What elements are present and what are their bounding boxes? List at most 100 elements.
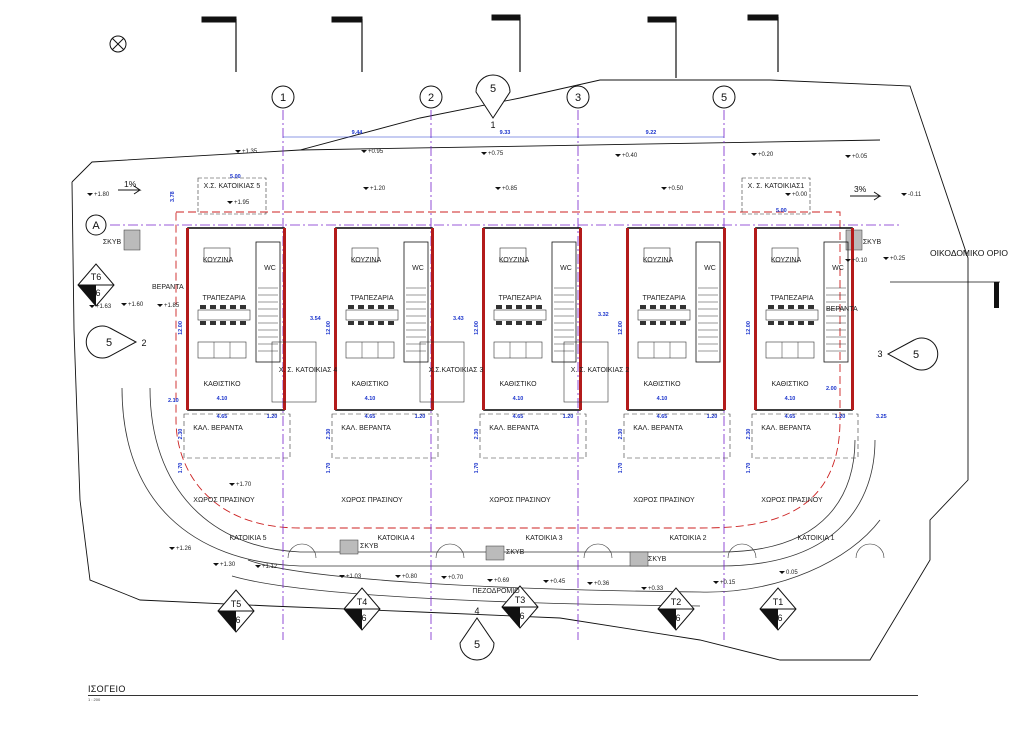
level-value: +0.45 bbox=[550, 579, 566, 585]
green-label: ΧΩΡΟΣ ΠΡΑΣΙΝΟΥ bbox=[633, 497, 695, 504]
level-mark: +0.00 bbox=[785, 192, 808, 198]
level-arrow-icon bbox=[213, 563, 219, 566]
covered-veranda-label: ΚΑΛ. ΒΕΡΑΝΤΑ bbox=[489, 425, 539, 432]
wc-label: WC bbox=[264, 265, 276, 272]
chair bbox=[808, 321, 814, 325]
kitchen-label: ΚΟΥΖΙΝΑ bbox=[351, 257, 382, 264]
kitchen-table bbox=[643, 247, 671, 263]
grid-bubble-5: 5 bbox=[712, 85, 736, 109]
dwelling-units: ΚΟΥΖΙΝΑ ΤΡΑΠΕΖΑΡΙΑ ΚΑΘΙΣΤΙΚΟ WC 4.10 4.65 1.20… bbox=[178, 177, 885, 559]
chair bbox=[768, 305, 774, 309]
width-dim: 4.10 bbox=[365, 396, 376, 402]
chair bbox=[670, 321, 676, 325]
level-mark: +1.03 bbox=[339, 574, 362, 580]
width-dim: 1.20 bbox=[707, 414, 718, 420]
door-swing bbox=[435, 543, 451, 559]
level-mark: +0.45 bbox=[543, 579, 566, 585]
level-arrow-icon bbox=[121, 303, 127, 306]
tag-markers: T6 6 T5 6 T4 6 T3 6 T2 bbox=[77, 263, 797, 633]
sofa bbox=[765, 341, 815, 359]
plan-title: ΙΣΟΓΕΙΟ bbox=[88, 684, 126, 694]
level-arrow-icon bbox=[487, 579, 493, 582]
level-mark: +1.80 bbox=[87, 192, 110, 198]
level-mark: +1.35 bbox=[235, 149, 258, 155]
dining-table bbox=[493, 309, 547, 321]
level-mark: 0.05 bbox=[779, 570, 798, 576]
level-mark: +0.80 bbox=[395, 574, 418, 580]
level-arrow-icon bbox=[641, 587, 647, 590]
parking-label: Χ.Σ.ΚΑΤΟΙΚΙΑΣ 3 bbox=[429, 367, 484, 374]
level-arrow-icon bbox=[361, 150, 367, 153]
dining-table bbox=[765, 309, 819, 321]
level-value: +0.05 bbox=[852, 154, 868, 160]
level-mark: +0.36 bbox=[587, 581, 610, 587]
veranda-dim: 1.70 bbox=[618, 463, 624, 474]
level-value: +0.80 bbox=[402, 574, 418, 580]
level-value: +0.25 bbox=[890, 256, 906, 262]
door-swing bbox=[287, 543, 303, 559]
chair bbox=[358, 305, 364, 309]
kitchen-table bbox=[351, 247, 379, 263]
wall-red bbox=[482, 228, 485, 410]
title-underline bbox=[88, 695, 918, 696]
chair bbox=[210, 305, 216, 309]
dining-table bbox=[345, 309, 399, 321]
store-label: ΣΚΥΒ bbox=[506, 549, 525, 556]
width-dim: 4.65 bbox=[217, 414, 228, 420]
kitchen-table bbox=[203, 247, 231, 263]
level-mark: +0.33 bbox=[641, 586, 664, 592]
store-label: ΣΚΥΒ bbox=[360, 543, 379, 550]
unit-name: ΚΑΤΟΙΚΙΑ 3 bbox=[525, 535, 562, 542]
dining-label: ΤΡΑΠΕΖΑΡΙΑ bbox=[642, 295, 685, 302]
parking-label: Χ. Σ. ΚΑΤΟΙΚΙΑΣ 4 bbox=[279, 367, 338, 374]
level-mark: +0.70 bbox=[441, 575, 464, 581]
level-arrow-icon bbox=[779, 571, 785, 574]
veranda-label-left: ΒΕΡΑΝΤΑ bbox=[152, 284, 184, 291]
living-label: ΚΑΘΙΣΤΙΚΟ bbox=[203, 381, 241, 388]
dim: 3.54 bbox=[310, 316, 322, 322]
level-arrow-icon bbox=[481, 152, 487, 155]
dim: 5.00 bbox=[230, 174, 241, 180]
grid-bubble-a: A bbox=[85, 214, 107, 236]
chair bbox=[798, 321, 804, 325]
section-letter: 5 bbox=[913, 349, 919, 361]
level-mark: +0.20 bbox=[751, 152, 774, 158]
misc-dimensions: 3.78 5.00 5.00 3.54 3.43 3.32 2.10 2.00 … bbox=[168, 174, 887, 420]
level-value: +1.80 bbox=[94, 192, 110, 198]
level-mark: +0.69 bbox=[487, 578, 510, 584]
level-arrow-icon bbox=[227, 201, 233, 204]
kitchen-label: ΚΟΥΖΙΝΑ bbox=[203, 257, 234, 264]
chair bbox=[788, 305, 794, 309]
level-value: +0.15 bbox=[720, 580, 736, 586]
view-marker bbox=[201, 16, 237, 72]
dim: 2.10 bbox=[168, 398, 179, 404]
covered-veranda-label: ΚΑΛ. ΒΕΡΑΝΤΑ bbox=[341, 425, 391, 432]
plot-boundary bbox=[71, 79, 969, 661]
grid-bubble-3: 3 bbox=[566, 85, 590, 109]
level-mark: +1.30 bbox=[213, 562, 236, 568]
chair bbox=[220, 321, 226, 325]
level-value: +1.70 bbox=[236, 482, 252, 488]
depth-dim: 12.00 bbox=[326, 321, 332, 335]
unit-name: ΚΑΤΟΙΚΙΑ 4 bbox=[377, 535, 414, 542]
grid-bubble-1: 1 bbox=[271, 85, 295, 109]
unit-name: ΚΑΤΟΙΚΙΑ 1 bbox=[797, 535, 834, 542]
parking-bay bbox=[419, 341, 465, 403]
door-swing bbox=[741, 543, 757, 559]
level-mark: +1.60 bbox=[121, 302, 144, 308]
tag-marker-t6: T6 6 bbox=[77, 263, 115, 307]
dim: 2.00 bbox=[826, 386, 837, 392]
level-arrow-icon bbox=[615, 154, 621, 157]
level-value: +1.20 bbox=[370, 186, 386, 192]
store-label: ΣΚΥΒ bbox=[648, 556, 667, 563]
tag-id: T1 bbox=[773, 597, 784, 607]
wall-red bbox=[334, 228, 337, 410]
tag-marker-t2: T2 6 bbox=[657, 587, 695, 631]
chair bbox=[210, 321, 216, 325]
chair bbox=[240, 321, 246, 325]
level-arrow-icon bbox=[845, 259, 851, 262]
wc-label: WC bbox=[832, 265, 844, 272]
door-swing bbox=[869, 543, 885, 559]
tag-number: 6 bbox=[235, 615, 240, 625]
grid-span-dims: 9.44 9.33 9.22 bbox=[283, 130, 724, 138]
